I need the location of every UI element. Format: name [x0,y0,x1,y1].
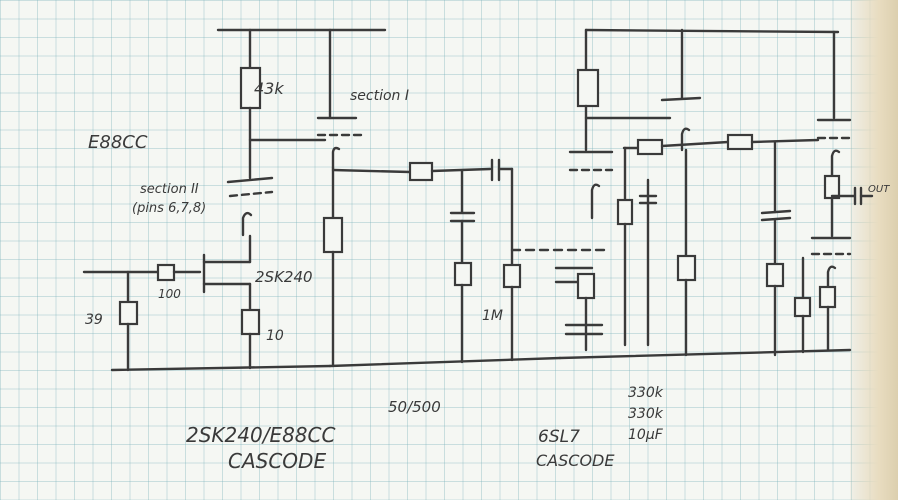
ground-rail-right [558,348,852,360]
resistor-100 [156,263,176,282]
resistor-right-c [616,198,634,226]
title-right-line2: CASCODE [536,451,615,470]
resistor-330k-a [636,138,664,156]
section2-cathode [241,211,253,237]
resistor-1m [502,263,522,289]
label-jfet: 2SK240 [255,268,313,286]
left-cascode-circuit [82,28,562,372]
label-section1: section I [350,88,409,104]
wire-to-coupling-resistor [331,168,412,174]
label-100: 100 [158,287,181,301]
right-wire-d [750,138,820,144]
label-section2-pins: (pins 6,7,8) [132,201,206,216]
right-wire-c [660,140,730,148]
resistor-39 [118,300,139,326]
title-left-line2: CASCODE [228,449,326,473]
section2-grid [228,190,274,198]
out-tube-cathode [830,149,841,178]
filter-resistor [453,261,473,287]
right-cascode-circuit [510,28,874,360]
out-tube2-cathode [826,265,837,292]
label-part-2: 330k [628,406,664,422]
title-left-line1: 2SK240/E88CC [186,423,335,447]
label-out: OUT [868,184,890,195]
resistor-series [408,161,434,182]
resistor-out-b [818,285,837,309]
label-part-3: 10µF [628,427,664,443]
label-tube-type: E88CC [88,132,148,153]
section2-plate [226,176,274,184]
label-supply: 50/500 [388,398,441,416]
right-tube1-cathode [680,127,691,152]
resistor-right-d [676,254,697,282]
label-1m: 1M [482,308,503,324]
resistor-right-e [765,262,785,288]
label-39: 39 [85,312,103,328]
ground-rail-left-b [328,356,562,368]
ground-rail-left-a [110,364,332,372]
resistor-out-cathode [823,174,841,200]
label-43k: 43k [254,79,284,98]
notebook-binding [850,0,898,500]
resistor-10 [240,308,261,336]
right-cap-b2 [760,216,792,222]
resistor-out-c [793,296,812,318]
right-tube1-plate [660,96,702,102]
top-rail-right [584,28,840,34]
title-right-line1: 6SL7 [538,427,580,447]
resistor-input-cathode [576,272,596,300]
right-cap-b1 [760,209,792,215]
right-tube2-cathode [590,183,601,220]
resistor-plate-a [576,68,600,108]
resistor-section1-load [322,216,344,254]
label-part-1: 330k [628,385,664,401]
label-section2: section II [140,182,199,197]
section1-cathode [331,146,341,170]
label-10: 10 [266,328,284,344]
wire-to-coupling-cap [430,167,492,173]
resistor-330k-b [726,133,754,151]
